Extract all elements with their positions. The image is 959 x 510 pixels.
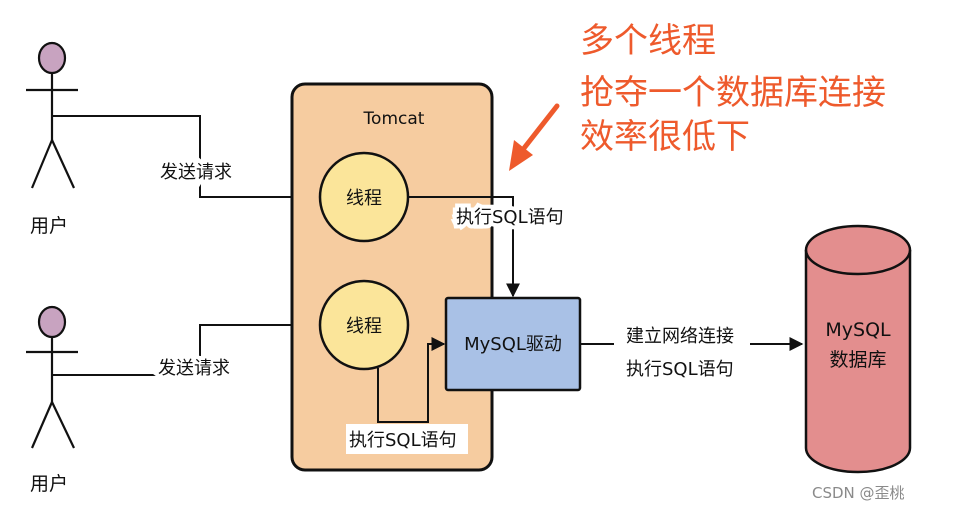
user-stick-figure-icon — [26, 41, 78, 189]
execute-connector-top — [408, 196, 520, 298]
thread-bottom-circle — [318, 279, 410, 371]
request-label-top: 发送请求 — [160, 162, 232, 183]
request-connector-top — [52, 115, 320, 204]
db-connector-label-line2: 执行SQL语句 — [626, 359, 734, 380]
user-bottom-label: 用户 — [30, 473, 68, 495]
request-label-bottom: 发送请求 — [158, 358, 230, 379]
thread-bottom-label: 线程 — [346, 316, 382, 337]
execute-label-top: 执行SQL语句 — [456, 207, 564, 228]
db-connector-label-bg — [614, 320, 750, 380]
database-cylinder-icon — [804, 224, 912, 474]
database-label-line1: MySQL — [825, 319, 891, 341]
annotation-text: 多个线程 抢夺一个数据库连接 效率很低下 — [580, 21, 886, 157]
user-bottom: 用户 — [26, 305, 78, 495]
user-top-label: 用户 — [30, 215, 68, 237]
user-stick-figure-icon — [26, 305, 78, 449]
mysql-driver-label: MySQL驱动 — [464, 334, 562, 355]
database-label-line2: 数据库 — [829, 349, 886, 371]
user-top: 用户 — [26, 41, 78, 237]
watermark: CSDN @歪桃 — [812, 484, 905, 502]
db-connector-label-line1: 建立网络连接 — [626, 326, 734, 347]
tomcat-container — [290, 82, 494, 472]
execute-label-bottom-bg — [346, 424, 468, 454]
tomcat-title: Tomcat — [363, 109, 425, 129]
annotation-line1: 多个线程 — [580, 21, 716, 61]
execute-label-bottom: 执行SQL语句 — [349, 430, 457, 451]
thread-top-label: 线程 — [346, 188, 382, 209]
annotation-line2: 抢夺一个数据库连接 — [580, 73, 886, 113]
execute-connector-bottom — [377, 337, 446, 423]
annotation-line3: 效率很低下 — [580, 117, 750, 157]
request-connector-bottom — [52, 318, 320, 376]
annotation-arrow-icon — [509, 103, 560, 171]
